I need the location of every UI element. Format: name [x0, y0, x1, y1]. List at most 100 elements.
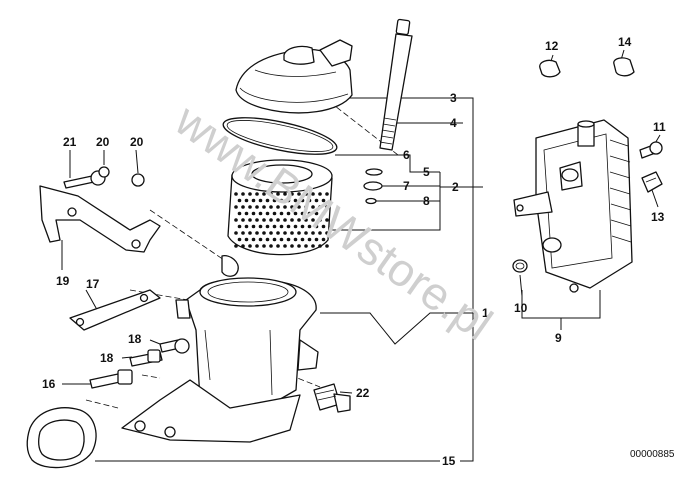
- filter-hole: [237, 211, 242, 216]
- filter-hole: [234, 244, 238, 248]
- filter-element: [227, 159, 333, 256]
- filter-hole: [237, 224, 242, 229]
- filter-hole: [304, 244, 308, 248]
- filter-hole: [283, 218, 287, 222]
- callout-6: 6: [403, 148, 410, 162]
- center-bolt: [363, 18, 413, 205]
- filter-hole: [276, 231, 280, 235]
- filter-hole: [283, 192, 287, 196]
- filter-hole: [241, 192, 245, 196]
- filter-hole: [244, 224, 249, 229]
- filter-hole: [300, 224, 305, 229]
- callout-18-lower: 18: [100, 351, 114, 365]
- filter-hole: [318, 192, 322, 196]
- filter-hole: [307, 224, 312, 229]
- filter-hole: [248, 218, 252, 222]
- filter-hole: [283, 244, 287, 248]
- filter-hole: [255, 205, 259, 209]
- filter-hole: [290, 192, 294, 196]
- housing-seal: [26, 407, 97, 469]
- filter-hole: [258, 224, 263, 229]
- bracket-17: [69, 289, 161, 331]
- filter-hole: [241, 244, 245, 248]
- filter-hole: [251, 198, 256, 203]
- filter-hole: [325, 192, 329, 196]
- filter-hole: [255, 244, 259, 248]
- callout-10: 10: [514, 301, 528, 315]
- gasket-ring: [222, 117, 338, 155]
- filter-hole: [258, 198, 263, 203]
- filter-hole: [297, 192, 301, 196]
- filter-hole: [262, 218, 266, 222]
- filter-hole: [293, 211, 298, 216]
- filter-hole: [293, 237, 298, 242]
- filter-hole: [269, 218, 273, 222]
- callout-16: 16: [42, 377, 56, 391]
- filter-hole: [304, 205, 308, 209]
- filter-hole: [279, 198, 284, 203]
- filter-hole: [237, 198, 242, 203]
- filter-hole: [269, 192, 273, 196]
- clamp-14: [613, 57, 635, 77]
- filter-hole: [234, 205, 238, 209]
- filter-hole: [265, 224, 270, 229]
- filter-hole: [286, 211, 291, 216]
- filter-hole: [325, 244, 329, 248]
- callout-15: 15: [442, 454, 456, 468]
- filter-hole: [244, 237, 249, 242]
- callout-3: 3: [450, 91, 457, 105]
- filter-hole: [307, 198, 312, 203]
- filter-hole: [258, 211, 263, 216]
- filter-hole: [290, 218, 294, 222]
- filter-hole: [269, 244, 273, 248]
- filter-hole: [244, 198, 249, 203]
- callout-11: 11: [653, 120, 666, 134]
- filter-hole: [262, 192, 266, 196]
- callout-14: 14: [618, 35, 632, 49]
- filter-housing: [121, 255, 319, 443]
- filter-hole: [279, 224, 284, 229]
- filter-hole: [251, 224, 256, 229]
- filter-hole: [318, 231, 322, 235]
- filter-hole: [276, 205, 280, 209]
- filter-hole: [300, 211, 305, 216]
- filter-hole: [311, 205, 315, 209]
- filter-hole: [304, 192, 308, 196]
- filter-hole: [314, 211, 319, 216]
- callout-20-left: 20: [96, 135, 110, 149]
- filter-hole: [248, 231, 252, 235]
- filter-hole: [321, 224, 326, 229]
- filter-hole: [255, 192, 259, 196]
- callout-21: 21: [63, 135, 77, 149]
- filter-hole: [265, 211, 270, 216]
- filter-hole: [321, 198, 326, 203]
- filter-hole: [237, 237, 242, 242]
- filter-hole: [276, 218, 280, 222]
- filter-hole: [234, 231, 238, 235]
- clip-13: [641, 171, 663, 193]
- filter-hole: [272, 224, 277, 229]
- callout-17: 17: [86, 277, 100, 291]
- callout-22: 22: [356, 386, 370, 400]
- filter-hole: [290, 244, 294, 248]
- filter-hole: [265, 237, 270, 242]
- filter-hole: [255, 218, 259, 222]
- callout-18-upper: 18: [128, 332, 142, 346]
- filter-hole: [304, 231, 308, 235]
- filter-hole: [258, 237, 263, 242]
- filter-hole: [325, 231, 329, 235]
- filter-hole: [265, 198, 270, 203]
- filter-hole: [286, 198, 291, 203]
- filter-hole: [290, 231, 294, 235]
- filter-hole: [318, 244, 322, 248]
- filter-hole: [272, 211, 277, 216]
- callout-20-right: 20: [130, 135, 144, 149]
- filter-hole: [262, 231, 266, 235]
- bolts: [63, 166, 190, 389]
- filter-hole: [251, 211, 256, 216]
- oil-cooler: [513, 119, 633, 293]
- filter-hole: [325, 205, 329, 209]
- filter-hole: [300, 198, 305, 203]
- filter-hole: [248, 192, 252, 196]
